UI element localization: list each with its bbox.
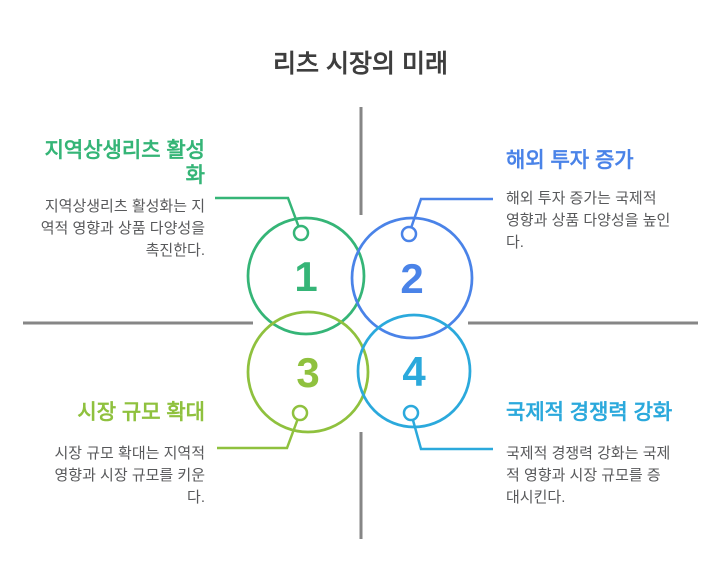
anchor-node-1 [292,224,310,242]
connector-line-3 [217,412,302,450]
item-block-4: 국제적 경쟁력 강화 국제적 경쟁력 강화는 국제 적 영향과 시장 규모를 증… [506,400,686,509]
anchor-node-4 [402,404,420,422]
item-2-heading: 해외 투자 증가 [506,149,634,172]
step-number-1: 1 [294,253,317,300]
circle-1 [246,216,366,336]
item-block-2: 해외 투자 증가 해외 투자 증가는 국제적 영향과 상품 다양성을 높인 다. [506,148,686,254]
item-4-heading: 국제적 경쟁력 강화 [506,401,673,424]
connector-line-2 [407,197,493,235]
connector-line-4 [409,412,493,451]
item-2-description: 해외 투자 증가는 국제적 영향과 상품 다양성을 높인 다. [506,190,671,251]
step-number-3: 3 [296,349,319,396]
anchor-node-2 [400,225,418,243]
circle-4 [356,313,472,429]
circle-2 [350,216,474,340]
connector-line-1 [215,196,303,234]
step-number-4: 4 [402,348,426,395]
item-4-description: 국제적 경쟁력 강화는 국제 적 영향과 시장 규모를 증 대시킨다. [506,445,671,506]
item-3-heading: 시장 규모 확대 [77,401,205,424]
item-block-3: 시장 규모 확대 시장 규모 확대는 지역적 영향과 시장 규모를 키운 다. [25,400,205,509]
item-1-description: 지역상생리츠 활성화는 지 역적 영향과 상품 다양성을 촉진한다. [40,198,205,259]
item-block-1: 지역상생리츠 활성 화 지역상생리츠 활성화는 지 역적 영향과 상품 다양성을… [25,138,205,262]
page-title: 리츠 시장의 미래 [273,50,448,78]
step-number-2: 2 [400,255,423,302]
anchor-node-3 [291,404,309,422]
item-3-description: 시장 규모 확대는 지역적 영향과 시장 규모를 키운 다. [54,445,205,506]
circle-3 [246,310,370,434]
item-1-heading: 지역상생리츠 활성 화 [44,139,205,187]
